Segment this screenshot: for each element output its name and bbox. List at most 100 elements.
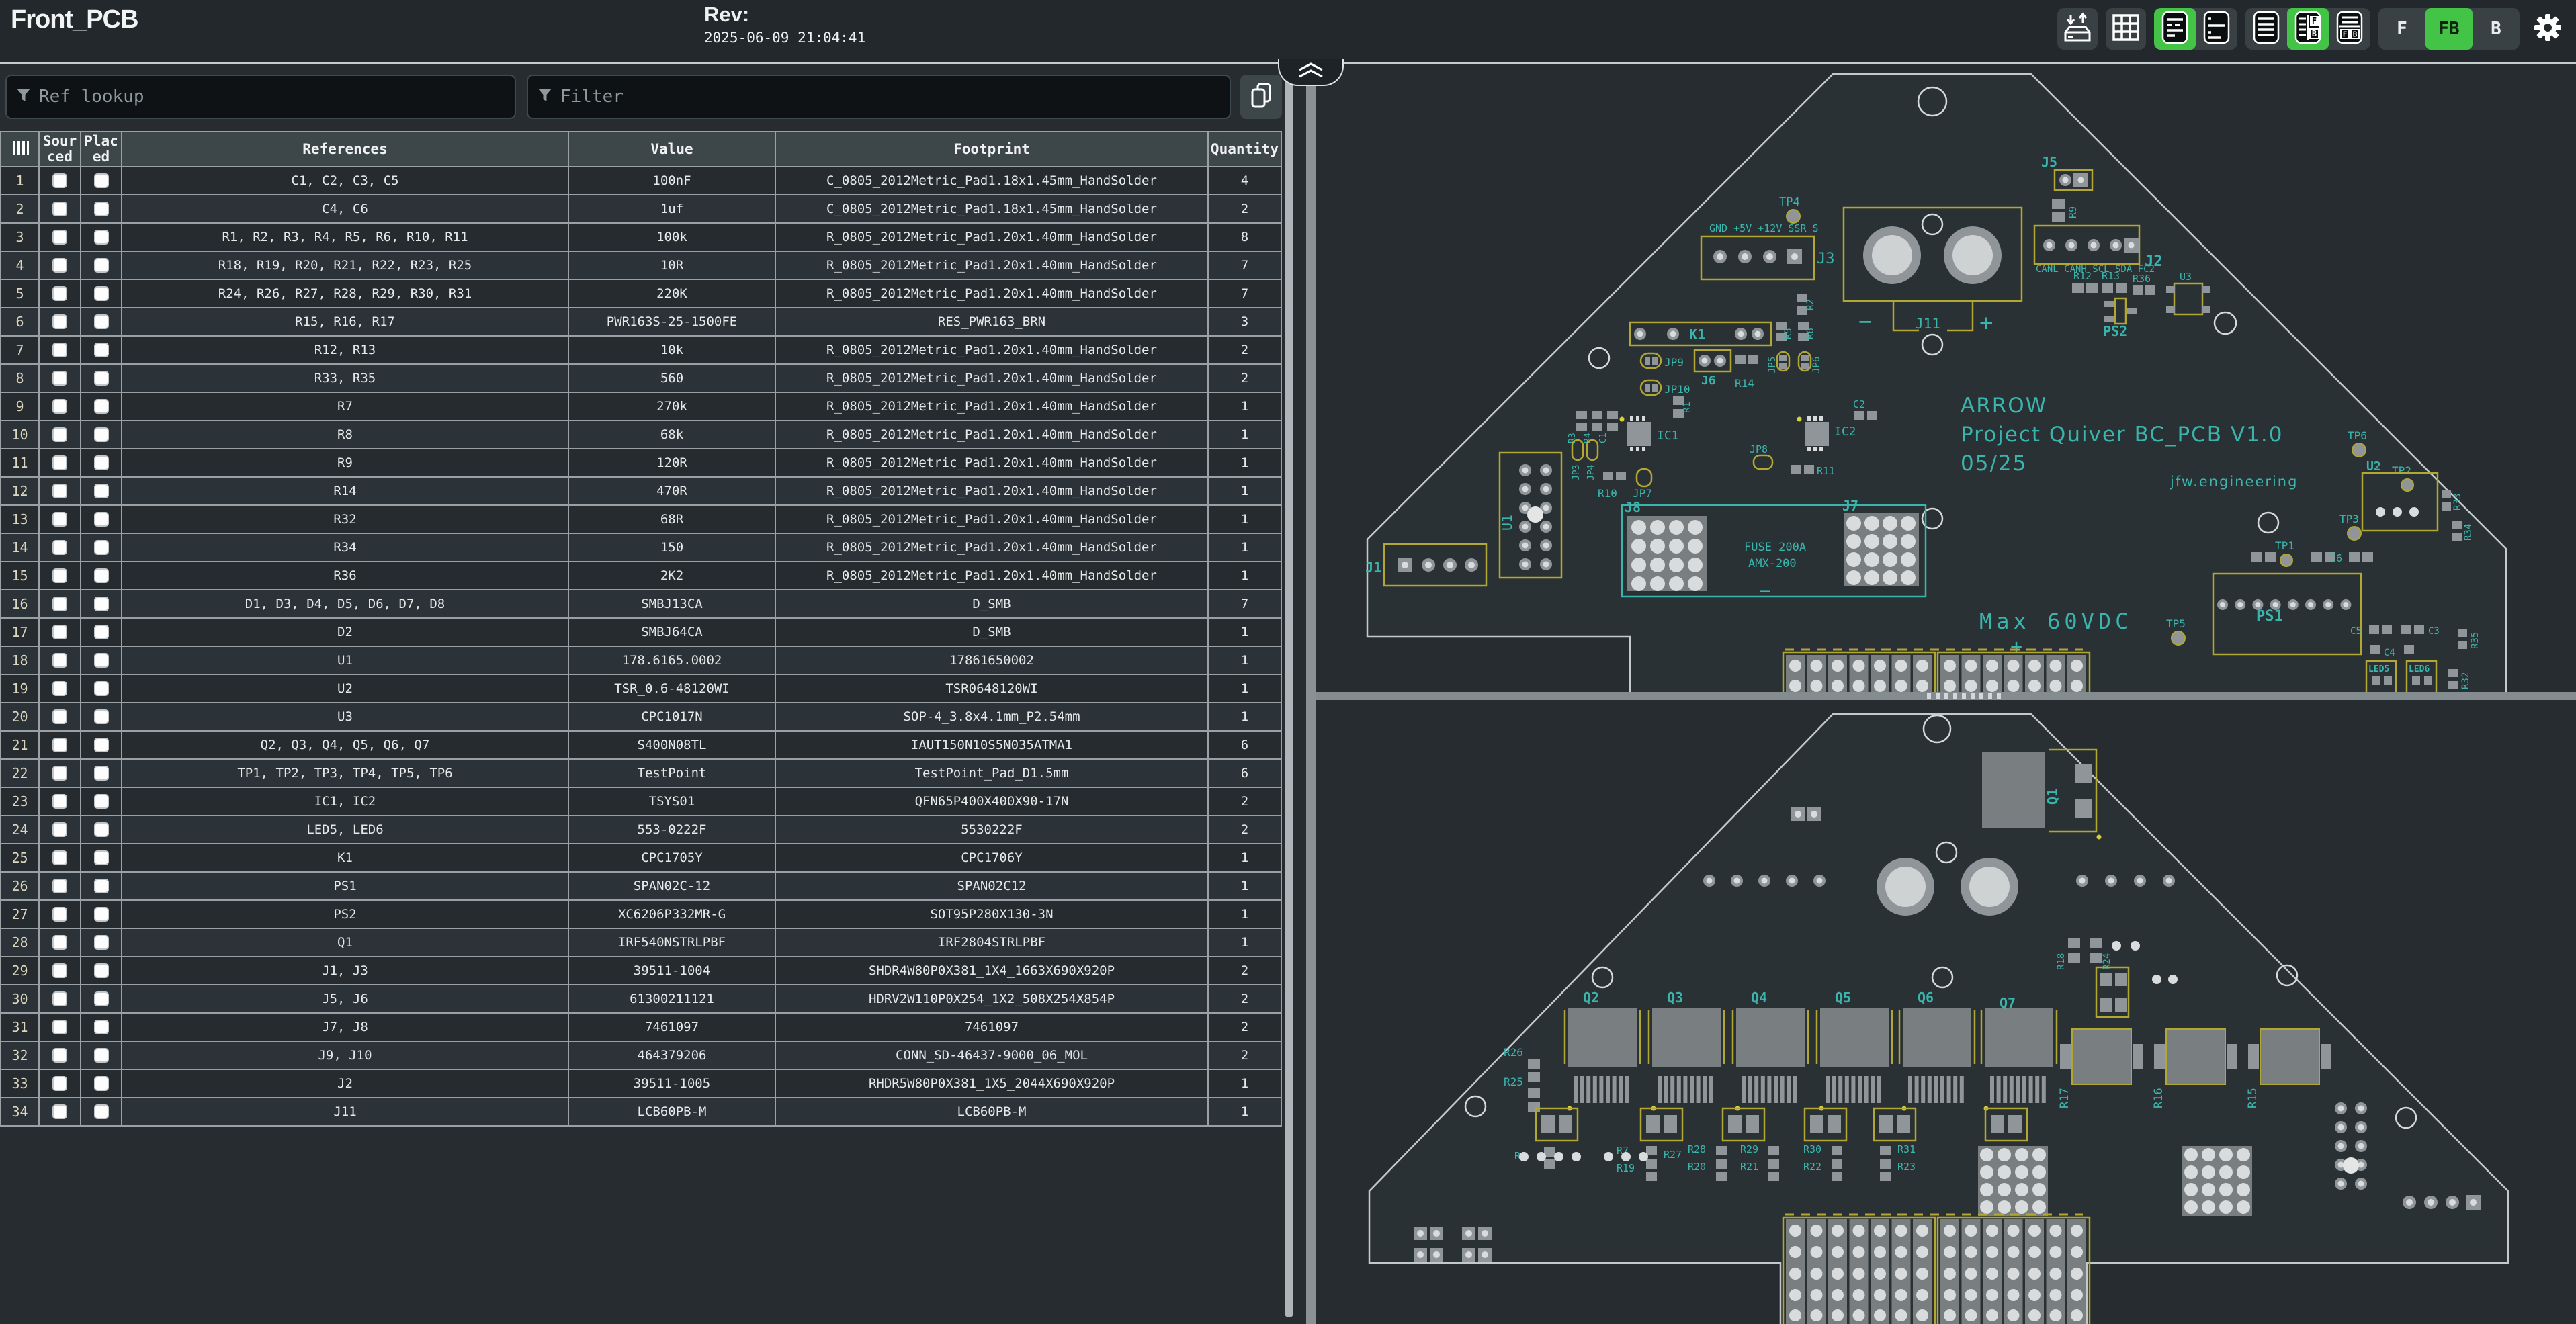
- copy-bom-button[interactable]: [1240, 75, 1282, 119]
- sourced-checkbox[interactable]: [52, 455, 67, 471]
- references-cell[interactable]: R9: [121, 448, 569, 478]
- sourced-cell[interactable]: [38, 984, 81, 1014]
- header-footprint[interactable]: Footprint: [775, 130, 1209, 168]
- sourced-checkbox[interactable]: [52, 1104, 67, 1120]
- value-cell[interactable]: SPAN02C-12: [568, 871, 776, 901]
- value-cell[interactable]: IRF540NSTRLPBF: [568, 928, 776, 958]
- footprint-cell[interactable]: CPC1706Y: [775, 843, 1209, 873]
- references-cell[interactable]: R8: [121, 420, 569, 450]
- footprint-cell[interactable]: SPAN02C12: [775, 871, 1209, 901]
- sourced-cell[interactable]: [38, 1012, 81, 1043]
- value-cell[interactable]: 68k: [568, 420, 776, 450]
- footprint-q1[interactable]: Q1: [1982, 748, 2102, 840]
- placed-checkbox[interactable]: [93, 709, 109, 725]
- sourced-cell[interactable]: [38, 335, 81, 365]
- placed-checkbox[interactable]: [93, 427, 109, 443]
- references-cell[interactable]: R24, R26, R27, R28, R29, R30, R31: [121, 279, 569, 309]
- sourced-cell[interactable]: [38, 871, 81, 901]
- placed-checkbox[interactable]: [93, 173, 109, 189]
- sourced-checkbox[interactable]: [52, 173, 67, 189]
- references-cell[interactable]: U1: [121, 646, 569, 676]
- references-cell[interactable]: R12, R13: [121, 335, 569, 365]
- placed-cell[interactable]: [80, 194, 122, 224]
- sourced-checkbox[interactable]: [52, 399, 67, 414]
- sourced-checkbox[interactable]: [52, 314, 67, 330]
- value-cell[interactable]: 553-0222F: [568, 815, 776, 845]
- placed-cell[interactable]: [80, 533, 122, 563]
- placed-cell[interactable]: [80, 504, 122, 535]
- header-placed[interactable]: Placed: [80, 130, 122, 168]
- placed-checkbox[interactable]: [93, 371, 109, 386]
- tp6-pad[interactable]: [2352, 443, 2366, 457]
- placed-checkbox[interactable]: [93, 991, 109, 1007]
- footprint-cell[interactable]: SOT95P280X130-3N: [775, 899, 1209, 930]
- bom-grouped-button[interactable]: [2154, 8, 2196, 50]
- value-cell[interactable]: TSYS01: [568, 787, 776, 817]
- sourced-cell[interactable]: [38, 617, 81, 648]
- sourced-checkbox[interactable]: [52, 512, 67, 527]
- jp6-outline[interactable]: [1797, 351, 1812, 372]
- footprint-u1[interactable]: U1: [1498, 451, 1563, 579]
- value-cell[interactable]: CPC1017N: [568, 702, 776, 732]
- placed-checkbox[interactable]: [93, 399, 109, 414]
- jp9-outline[interactable]: [1639, 352, 1662, 369]
- value-cell[interactable]: 2K2: [568, 561, 776, 591]
- settings-button[interactable]: [2528, 8, 2568, 50]
- footprint-cell[interactable]: LCB60PB-M: [775, 1097, 1209, 1127]
- sourced-checkbox[interactable]: [52, 907, 67, 922]
- placed-checkbox[interactable]: [93, 597, 109, 612]
- sourced-checkbox[interactable]: [52, 709, 67, 725]
- placed-checkbox[interactable]: [93, 653, 109, 668]
- sourced-cell[interactable]: [38, 730, 81, 760]
- value-cell[interactable]: LCB60PB-M: [568, 1097, 776, 1127]
- sourced-cell[interactable]: [38, 561, 81, 591]
- placed-cell[interactable]: [80, 251, 122, 281]
- references-cell[interactable]: C1, C2, C3, C5: [121, 166, 569, 196]
- placed-checkbox[interactable]: [93, 1048, 109, 1063]
- sourced-cell[interactable]: [38, 1069, 81, 1099]
- footprint-cell[interactable]: C_0805_2012Metric_Pad1.18x1.45mm_HandSol…: [775, 166, 1209, 196]
- references-cell[interactable]: J9, J10: [121, 1041, 569, 1071]
- value-cell[interactable]: XC6206P332MR-G: [568, 899, 776, 930]
- sourced-checkbox[interactable]: [52, 879, 67, 894]
- sourced-cell[interactable]: [38, 674, 81, 704]
- sourced-cell[interactable]: [38, 251, 81, 281]
- references-cell[interactable]: C4, C6: [121, 194, 569, 224]
- placed-checkbox[interactable]: [93, 1104, 109, 1120]
- footprint-cell[interactable]: CONN_SD-46437-9000_06_MOL: [775, 1041, 1209, 1071]
- footprint-cell[interactable]: SHDR4W80P0X381_1X4_1663X690X920P: [775, 956, 1209, 986]
- sourced-cell[interactable]: [38, 815, 81, 845]
- layout-left-right-button[interactable]: F B: [2287, 8, 2329, 50]
- placed-cell[interactable]: [80, 1041, 122, 1071]
- bottom-connector-right[interactable]: [1936, 651, 2091, 692]
- sourced-checkbox[interactable]: [52, 202, 67, 217]
- placed-cell[interactable]: [80, 899, 122, 930]
- value-cell[interactable]: 39511-1004: [568, 956, 776, 986]
- placed-checkbox[interactable]: [93, 202, 109, 217]
- fuse-block[interactable]: J8 J7 FUSE 200A AMX-200 −: [1621, 498, 1927, 603]
- footprint-cell[interactable]: 5530222F: [775, 815, 1209, 845]
- sourced-cell[interactable]: [38, 279, 81, 309]
- sourced-checkbox[interactable]: [52, 258, 67, 273]
- header-sourced[interactable]: Sourced: [38, 130, 81, 168]
- sourced-checkbox[interactable]: [52, 653, 67, 668]
- footprint-j6[interactable]: J6: [1693, 349, 1732, 388]
- references-cell[interactable]: PS1: [121, 871, 569, 901]
- references-cell[interactable]: U2: [121, 674, 569, 704]
- column-settings-header[interactable]: [0, 130, 40, 168]
- bom-scrollbar[interactable]: [1285, 73, 1293, 1317]
- sourced-cell[interactable]: [38, 307, 81, 337]
- sourced-cell[interactable]: [38, 533, 81, 563]
- sourced-checkbox[interactable]: [52, 371, 67, 386]
- value-cell[interactable]: 100nF: [568, 166, 776, 196]
- value-cell[interactable]: TSR_0.6-48120WI: [568, 674, 776, 704]
